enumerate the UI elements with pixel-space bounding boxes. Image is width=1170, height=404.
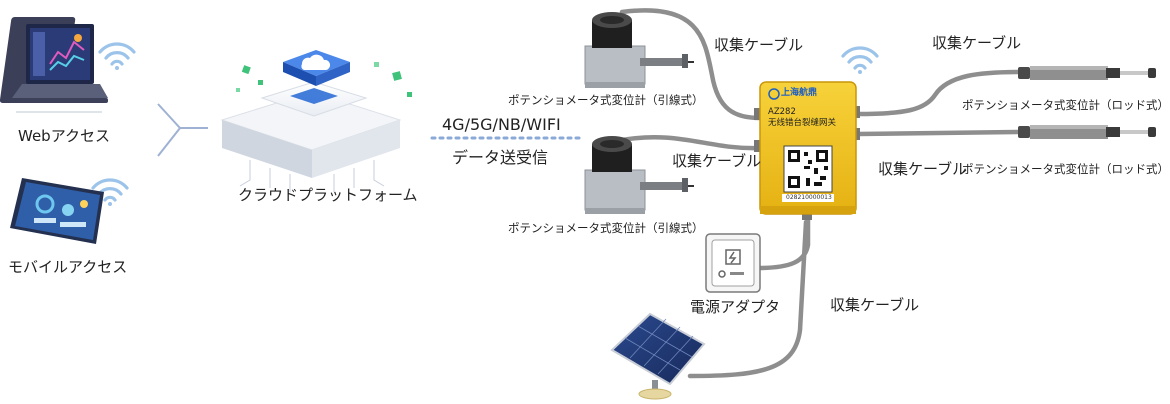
rod-sensor-bottom-icon xyxy=(1018,125,1156,139)
mobile-access-label: モバイルアクセス xyxy=(8,258,128,276)
gateway-device xyxy=(754,81,860,220)
pull-sensor-bottom-label: ポテンショメータ式変位計（引線式） xyxy=(508,221,704,235)
pull-sensor-top-label: ポテンショメータ式変位計（引線式） xyxy=(508,93,704,107)
wifi-icon-gateway xyxy=(841,46,879,74)
web-access-label: Webアクセス xyxy=(18,127,110,145)
gateway-name: 无线错台裂缝网关 xyxy=(768,118,837,128)
power-adapter-icon xyxy=(705,233,761,293)
wifi-icon-laptop xyxy=(98,42,136,70)
cable-pull-bottom-label: 収集ケーブル xyxy=(672,152,762,170)
laptop-icon xyxy=(0,17,108,113)
link-protocols-label: 4G/5G/NB/WIFI xyxy=(442,115,561,134)
pull-sensor-bottom-icon xyxy=(584,136,694,214)
link-transfer-label: データ送受信 xyxy=(452,148,549,167)
cable-rod-top-label: 収集ケーブル xyxy=(932,34,1022,52)
solar-panel-icon xyxy=(610,312,706,400)
branch-connector xyxy=(157,103,208,157)
gateway-brand: 上海航鼎 xyxy=(781,88,818,98)
cable-pull-bottom xyxy=(619,134,763,151)
cable-solar xyxy=(687,219,809,379)
rod-sensor-top-label: ポテンショメータ式変位計（ロッド式） xyxy=(962,98,1169,112)
rod-sensor-top-icon xyxy=(1018,66,1156,80)
cable-solar-label: 収集ケーブル xyxy=(830,296,920,314)
cloud-platform-label: クラウドプラットフォーム xyxy=(238,186,418,204)
pull-sensor-top-icon xyxy=(584,12,694,88)
cable-pull-top-label: 収集ケーブル xyxy=(714,36,804,54)
rod-sensor-bottom-label: ポテンショメータ式変位計（ロッド式） xyxy=(962,162,1169,176)
cable-pull-top xyxy=(619,8,763,121)
cable-rod-top xyxy=(855,69,1023,117)
cable-power xyxy=(755,217,811,271)
phone-icon xyxy=(10,178,104,244)
gateway-serial: 028210000013 xyxy=(786,194,832,201)
cable-rod-bottom xyxy=(855,129,1021,137)
cable-group xyxy=(619,8,1023,379)
gateway-model: AZ282 xyxy=(768,107,796,117)
cable-rod-bottom-label: 収集ケーブル xyxy=(878,160,968,178)
power-adapter-label: 電源アダプタ xyxy=(690,298,781,316)
cloud-platform-icon xyxy=(220,50,412,192)
